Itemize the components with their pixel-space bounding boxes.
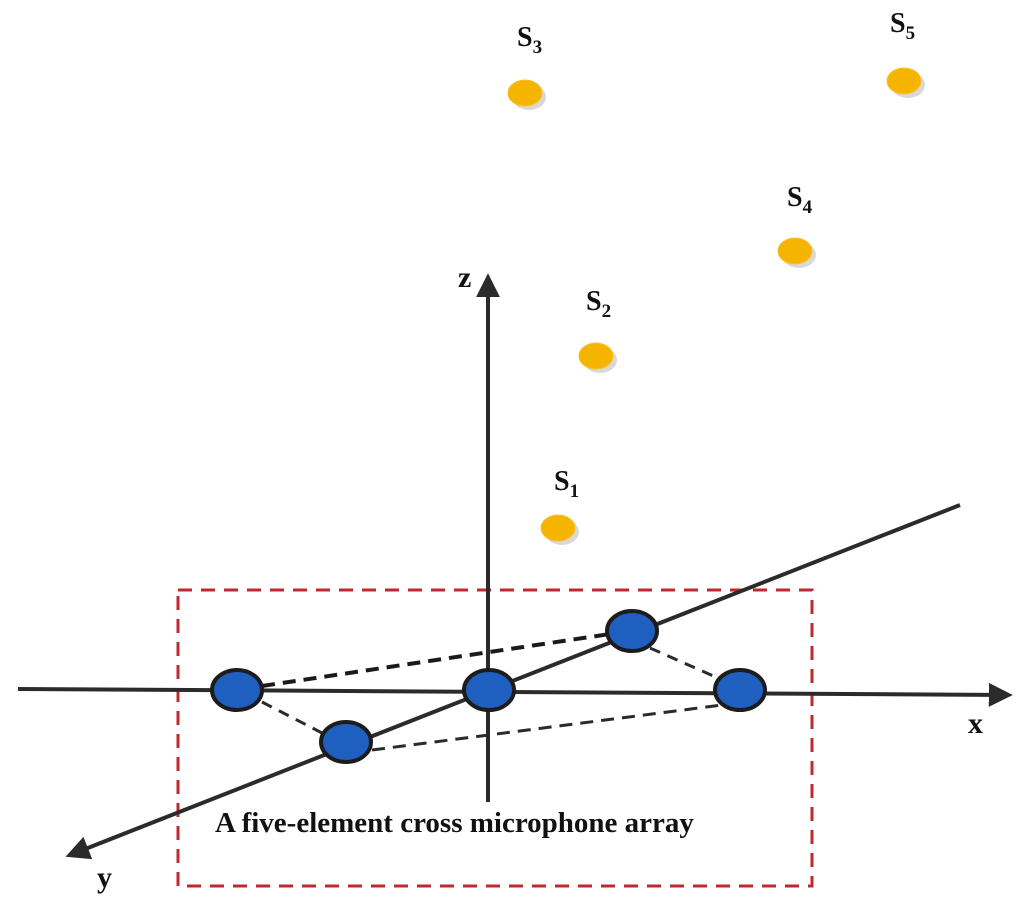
sound-source-s1: S1 [540, 466, 579, 545]
microphone-element-center [462, 668, 516, 712]
array-link-2 [371, 703, 723, 752]
sound-source-s4: S4 [777, 182, 816, 268]
microphone-element-right [713, 668, 767, 712]
array-caption: A five-element cross microphone array [215, 807, 694, 839]
sound-source-s5: S5 [886, 8, 925, 98]
microphone-element-back [605, 609, 659, 653]
source-label-letter: S [554, 466, 570, 497]
source-marker [777, 237, 813, 265]
svg-text:S3: S3 [517, 22, 542, 58]
source-label-letter: S [517, 22, 533, 53]
source-marker [507, 79, 543, 107]
microphone-element-front [319, 720, 373, 764]
array-link-1 [261, 632, 611, 688]
source-label-subscript: 5 [906, 23, 916, 44]
z-axis-label: z [458, 261, 471, 294]
source-label-subscript: 1 [570, 481, 580, 502]
source-marker [540, 514, 576, 542]
microphone-element-left [210, 668, 264, 712]
sound-source-s3: S3 [507, 22, 546, 110]
svg-text:S5: S5 [890, 8, 915, 44]
array-link-4 [649, 646, 719, 680]
source-label-subscript: 2 [602, 301, 612, 322]
y-axis-label: y [97, 861, 112, 894]
x-axis-label: x [968, 707, 983, 740]
svg-text:S2: S2 [586, 286, 611, 322]
source-label-letter: S [787, 182, 803, 213]
source-marker [578, 342, 614, 370]
source-label-subscript: 4 [803, 197, 813, 218]
microphones [210, 609, 767, 764]
source-marker [886, 67, 922, 95]
array-link-3 [261, 700, 325, 736]
array-boundary-box [176, 588, 814, 888]
source-label-subscript: 3 [533, 37, 543, 58]
sound-source-s2: S2 [578, 286, 617, 373]
source-label-letter: S [586, 286, 602, 317]
source-label-letter: S [890, 8, 906, 39]
y-axis [65, 503, 961, 860]
svg-text:S4: S4 [787, 182, 813, 218]
svg-text:S1: S1 [554, 466, 579, 502]
